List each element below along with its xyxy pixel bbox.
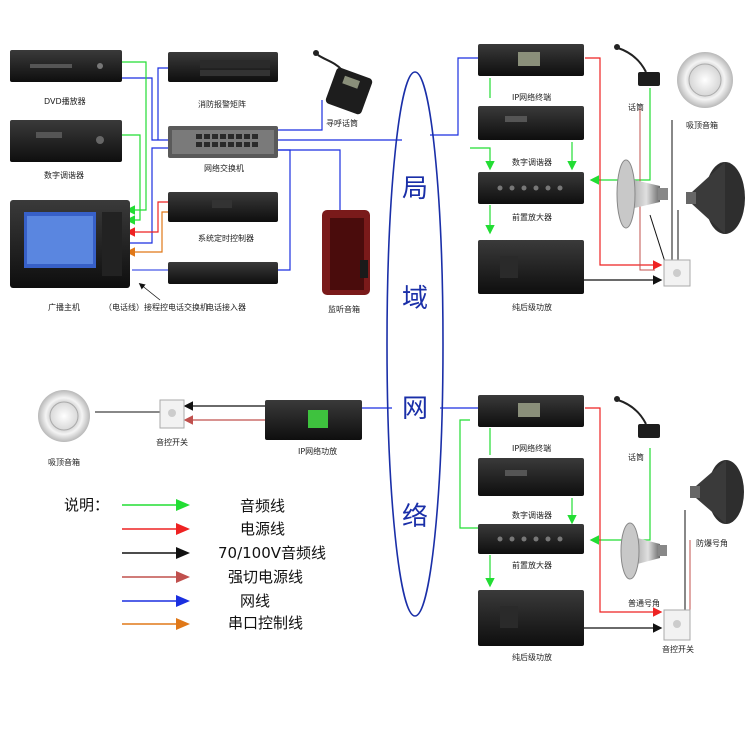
- audio-line: [589, 448, 651, 545]
- lan-char-1: 局: [402, 174, 429, 204]
- microphone-top: [614, 44, 660, 86]
- ip-terminal-bottom: [478, 395, 584, 427]
- audio-line: [589, 88, 651, 185]
- system-timer-controller: [168, 192, 278, 222]
- network-line: [157, 67, 168, 140]
- label-volume-bottom: 音控开关: [662, 645, 694, 654]
- legend-item-serial: 串口控制线: [228, 614, 304, 632]
- normal-horn: [620, 522, 667, 580]
- digital-tuner-left: [10, 120, 122, 162]
- legend-item-network: 网线: [240, 592, 271, 610]
- lan-char-2: 域: [402, 284, 429, 314]
- network-line: [278, 149, 341, 210]
- label-monitor: 监听音箱: [328, 305, 360, 314]
- connection-lines: [95, 57, 691, 633]
- lan-ellipse: [386, 71, 444, 617]
- label-ceiling-left: 吸顶音箱: [48, 458, 80, 467]
- label-phone: 电话接入器: [206, 303, 246, 312]
- ip-power-amp: [265, 400, 362, 440]
- explosion-proof-horn: [690, 460, 744, 524]
- preamp-bottom: [478, 524, 584, 554]
- label-ip-terminal-bottom: IP网络终端: [512, 444, 552, 453]
- audio-line: [122, 134, 141, 225]
- network-line: [278, 100, 323, 131]
- label-timer: 系统定时控制器: [198, 234, 254, 243]
- label-switch: 网络交换机: [204, 164, 244, 173]
- forced-power-line: [639, 108, 655, 271]
- dvd-player: [10, 50, 122, 82]
- label-tuner-bottom: 数字调谐器: [512, 511, 552, 520]
- power-amp-bottom: [478, 590, 584, 646]
- broadcast-host: [10, 200, 130, 288]
- phone-interface: [168, 262, 278, 284]
- label-phone-note: （电话线）接程控电话交换机: [104, 303, 208, 312]
- legend-arrowhead-1: [176, 523, 190, 535]
- label-poweramp-top: 纯后级功放: [512, 303, 552, 312]
- label-volume-left: 音控开关: [156, 438, 188, 447]
- fire-alarm-matrix: [168, 52, 278, 82]
- legend-item-forced-power: 强切电源线: [228, 568, 304, 586]
- label-poweramp-bottom: 纯后级功放: [512, 653, 552, 662]
- ceiling-speaker-top: [677, 52, 733, 108]
- power-line: [125, 201, 168, 237]
- legend-item-speaker: 70/100V音频线: [218, 544, 327, 562]
- label-fire-alarm: 消防报警矩阵: [198, 100, 246, 109]
- serial-line: [125, 211, 168, 257]
- volume-switch-bottom: [663, 609, 691, 641]
- horn-speaker-top-2: [686, 162, 745, 234]
- monitor-speaker: [322, 210, 370, 295]
- network-line: [130, 147, 168, 244]
- network-line: [122, 77, 168, 141]
- volume-switch-top: [663, 259, 691, 287]
- label-dvd: DVD播放器: [44, 97, 86, 106]
- legend-item-power: 电源线: [240, 520, 286, 538]
- audio-line: [122, 61, 147, 215]
- legend-arrowhead-2: [176, 547, 190, 559]
- label-ceiling-top: 吸顶音箱: [686, 121, 718, 130]
- label-explosion-horn: 防爆号角: [696, 539, 728, 548]
- legend-arrows: [122, 499, 190, 630]
- label-normal-horn: 普通号角: [628, 599, 660, 608]
- lan-char-4: 络: [402, 502, 429, 532]
- horn-speaker-top-1: [616, 159, 668, 229]
- digital-tuner-bottom: [478, 458, 584, 496]
- legend-arrowhead-3: [176, 571, 190, 583]
- audio-line: [459, 419, 478, 529]
- audio-line: [470, 147, 495, 171]
- label-tuner-top: 数字调谐器: [512, 158, 552, 167]
- preamp-top: [478, 172, 584, 204]
- label-mic-top: 话筒: [628, 103, 644, 112]
- legend-arrowhead-4: [176, 595, 190, 607]
- power-line: [585, 57, 663, 270]
- label-ip-amp: IP网络功放: [298, 447, 338, 456]
- ceiling-speaker-left: [38, 390, 90, 442]
- paging-microphone: [313, 50, 373, 115]
- label-mic-bottom: 话筒: [628, 453, 644, 462]
- pointer-line: [138, 283, 161, 301]
- network-switch: [168, 126, 278, 158]
- label-paging-mic: 寻呼话筒: [326, 119, 358, 128]
- label-preamp-top: 前置放大器: [512, 213, 552, 222]
- legend-arrowhead-0: [176, 499, 190, 511]
- digital-tuner-top: [478, 106, 584, 140]
- label-preamp-bottom: 前置放大器: [512, 561, 552, 570]
- legend-item-audio: 音频线: [240, 497, 286, 515]
- speaker-line: [649, 214, 666, 263]
- ip-terminal-top: [478, 44, 584, 76]
- network-line: [430, 57, 478, 136]
- label-tuner-left: 数字调谐器: [44, 171, 84, 180]
- legend-arrowhead-5: [176, 618, 190, 630]
- power-line: [585, 407, 663, 617]
- lan-char-3: 网: [402, 394, 429, 424]
- label-ip-terminal-top: IP网络终端: [512, 93, 552, 102]
- legend-title: 说明：: [64, 496, 110, 514]
- power-amp-top: [478, 240, 584, 294]
- microphone-bottom: [614, 396, 660, 438]
- volume-switch-left: [159, 399, 185, 429]
- label-host: 广播主机: [48, 303, 80, 312]
